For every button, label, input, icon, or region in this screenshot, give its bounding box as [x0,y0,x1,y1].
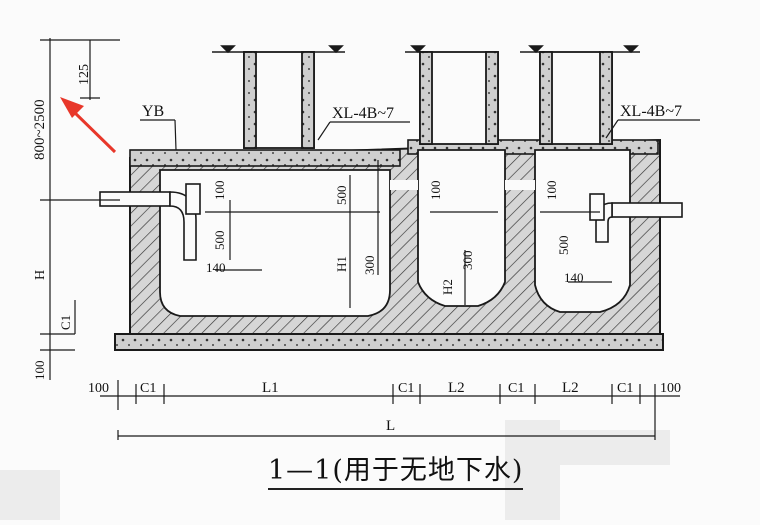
label-top-dim: 125 [77,64,92,85]
outlet-pipe [589,193,683,243]
base-slab [114,333,664,351]
drawing-caption: 1—1(用于无地下水) [268,454,524,490]
label-l2-a: L2 [448,380,465,396]
label-140-right: 140 [564,270,584,285]
leader-lines [140,119,700,151]
label-500-left: 500 [212,231,227,251]
label-h: H [33,270,48,280]
label-xl-left: XL-4B~7 [332,105,394,122]
label-l2-b: L2 [562,380,579,396]
label-h2: H2 [440,279,455,295]
label-bottom-100b: 100 [660,381,681,396]
label-c1-a: C1 [140,381,156,396]
label-h1: H1 [334,256,349,272]
red-arrow [60,97,117,154]
label-100-mid: 100 [428,181,443,201]
label-bottom-100a: 100 [88,381,109,396]
label-xl-right: XL-4B~7 [620,103,682,120]
riser-shafts [243,51,613,149]
label-500-right: 500 [556,236,571,256]
label-300-mid: 300 [460,251,475,271]
label-bottom-100: 100 [32,361,47,381]
inlet-pipe [99,183,201,261]
label-c1-b: C1 [398,381,414,396]
label-depth-range: 800~2500 [32,99,48,160]
label-c1-d: C1 [617,381,633,396]
label-140-left: 140 [206,260,226,275]
label-c1-c: C1 [508,381,524,396]
tank-body [129,138,661,335]
label-300-left: 300 [362,256,377,276]
label-c1: C1 [58,315,73,330]
label-100-left: 100 [212,181,227,201]
dimension-lines [40,38,680,440]
label-l1: L1 [262,380,279,396]
label-yb: YB [142,103,164,120]
label-100-right: 100 [544,181,559,201]
label-500-mid: 500 [334,186,349,206]
ground-marks [212,45,640,54]
label-l-total: L [386,418,395,434]
